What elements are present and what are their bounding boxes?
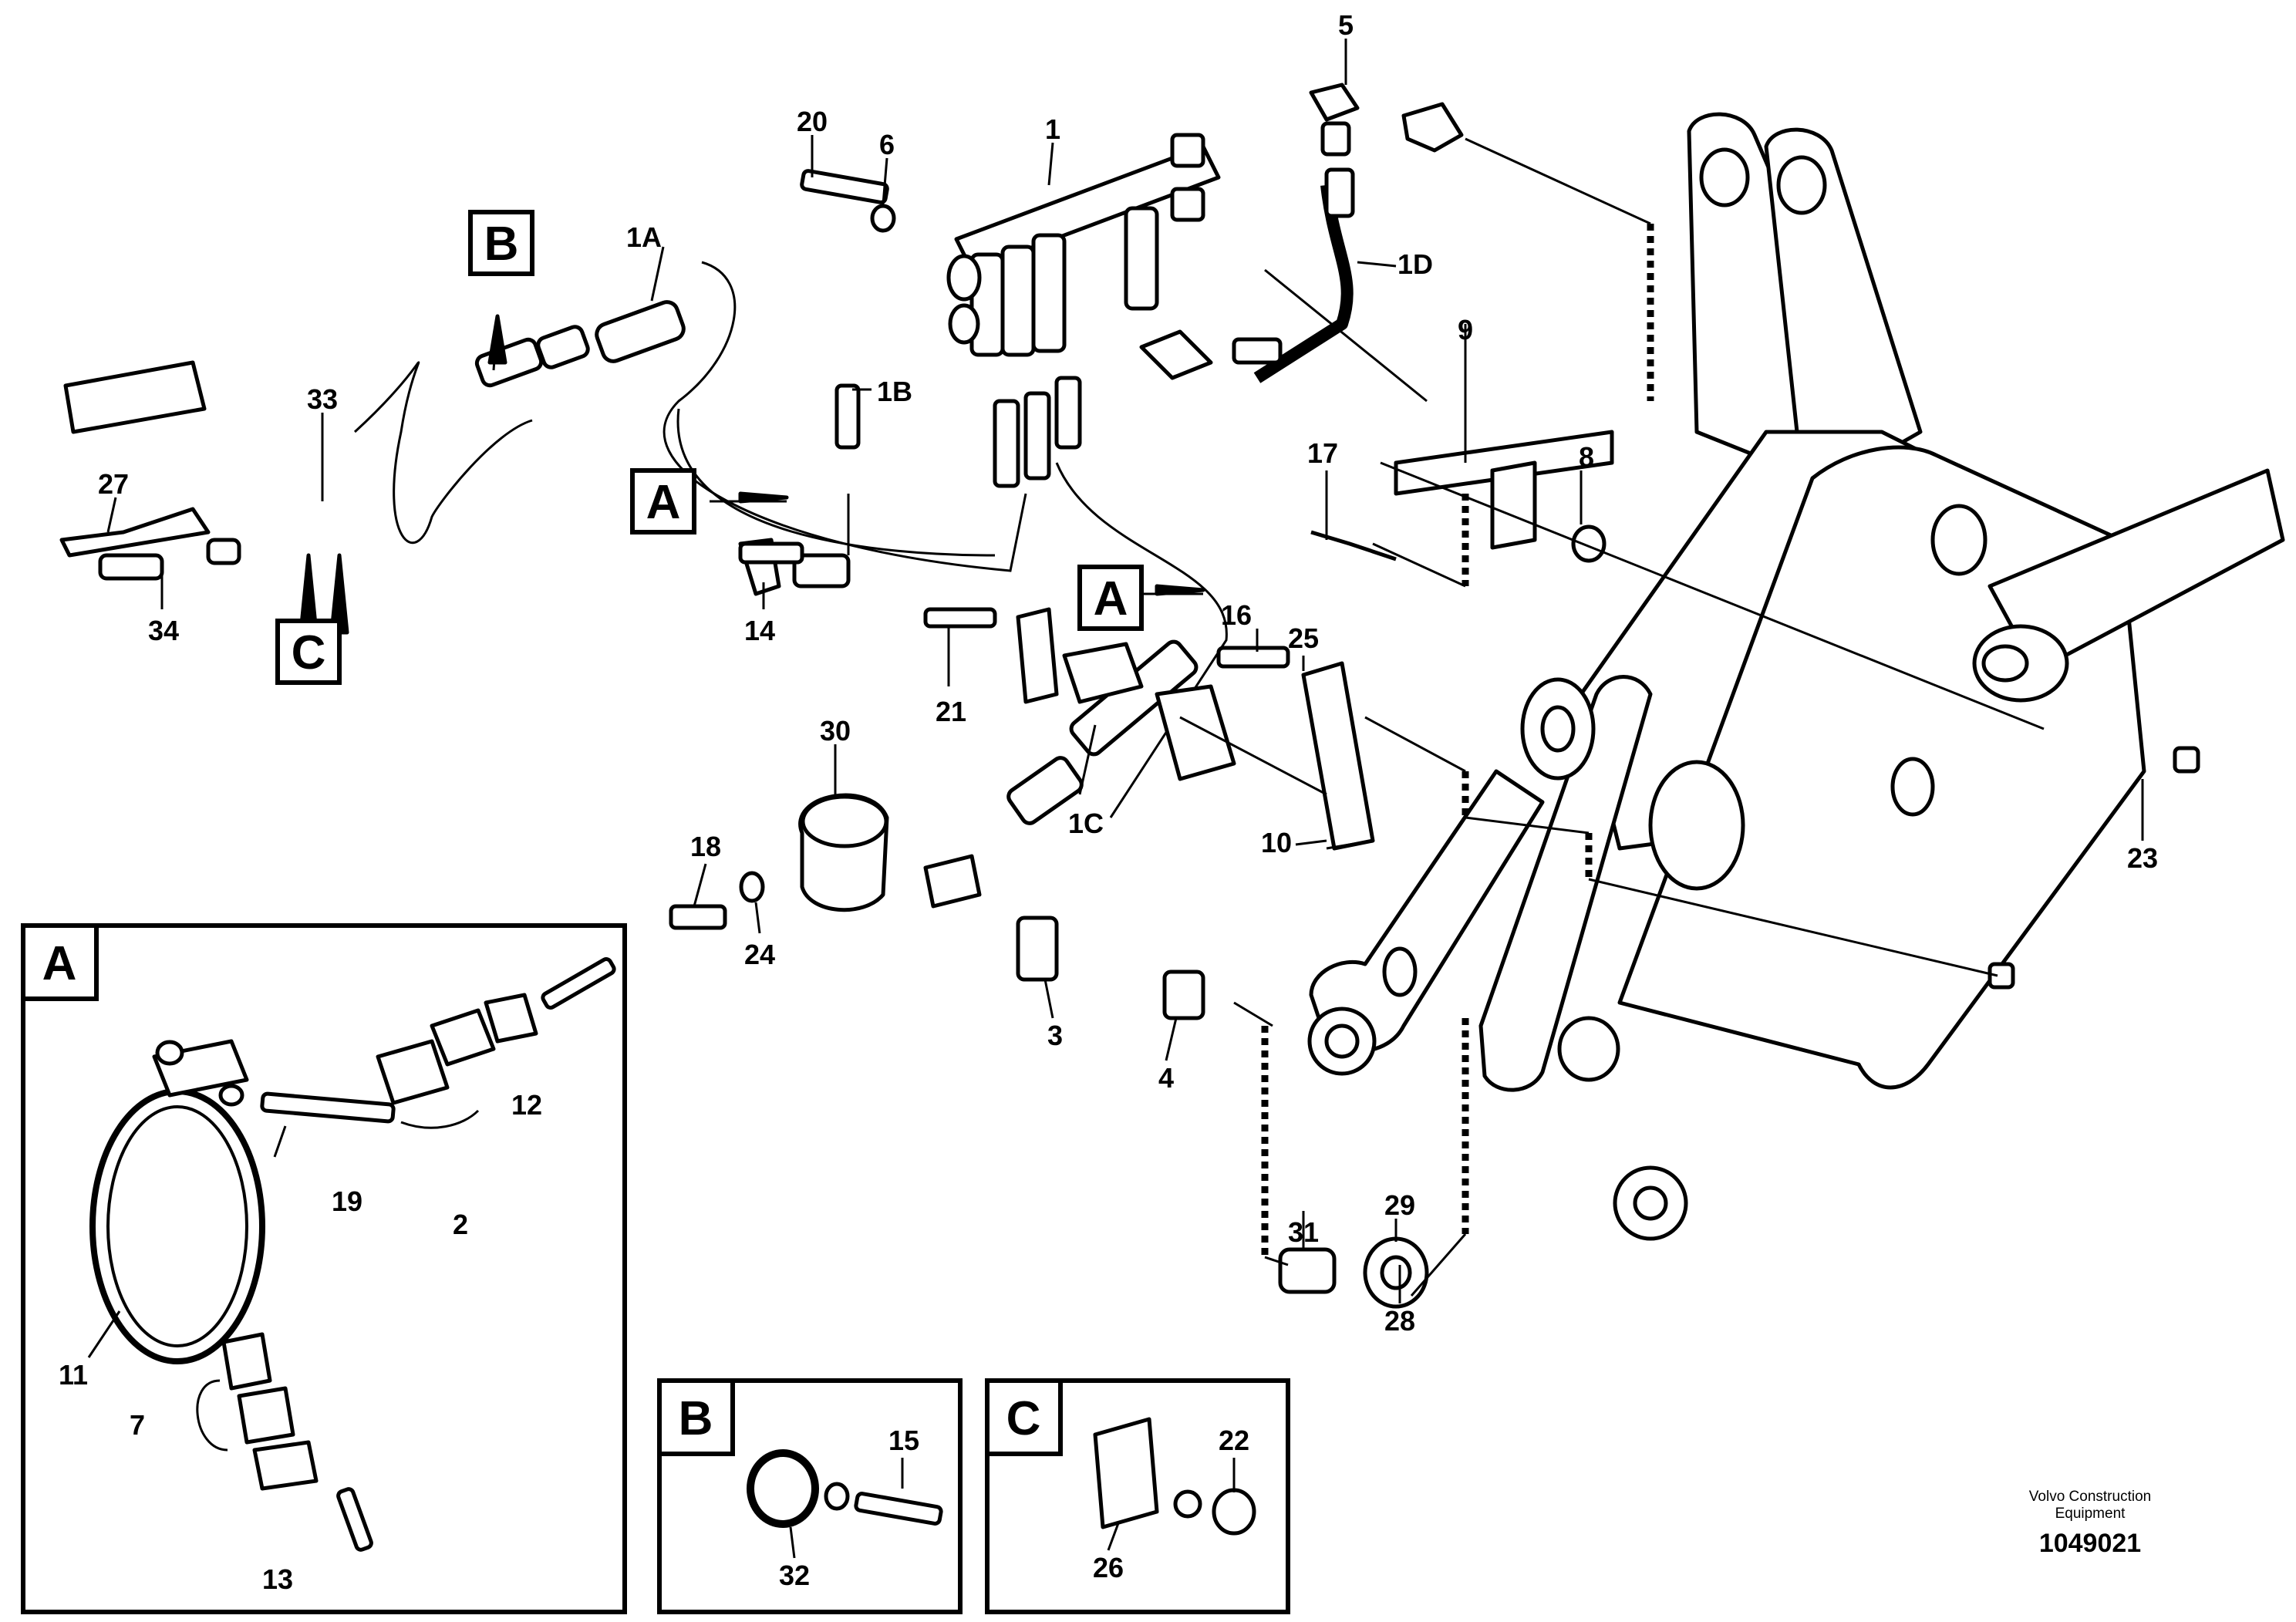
bolts-top [738,169,896,565]
label-part-11: 11 [59,1359,88,1391]
connectors [474,300,1199,825]
reference-box-A-main-2: A [1077,565,1144,631]
label-part-1B: 1B [877,376,912,407]
label-part-8: 8 [1579,441,1594,473]
label-part-27: 27 [98,468,129,500]
label-part-1: 1 [1045,113,1060,145]
label-part-33: 33 [307,383,338,415]
label-part-28: 28 [1384,1305,1415,1337]
label-part-21: 21 [936,696,966,727]
label-part-14: 14 [744,615,775,646]
detail-view-B: B [657,1378,963,1614]
label-part-13: 13 [262,1563,293,1595]
label-part-20: 20 [797,106,828,137]
label-part-23: 23 [2127,842,2158,874]
label-part-31: 31 [1288,1216,1319,1248]
ref-letter-C: C [292,626,326,679]
hose-lines [353,184,1428,818]
label-part-1D: 1D [1397,248,1433,280]
alignment-lines [1179,137,2045,1297]
detail-view-A: A [21,923,627,1614]
company-line-2: Equipment [2055,1506,2126,1522]
label-part-17: 17 [1307,437,1338,469]
label-part-25: 25 [1288,622,1319,654]
label-part-9: 9 [1458,314,1473,346]
brackets-middle [738,430,1614,851]
document-number: 1049021 [2039,1529,2141,1558]
ref-letter-A: A [646,476,681,529]
label-part-18: 18 [690,831,721,862]
label-part-19: 19 [332,1185,362,1217]
label-part-2: 2 [453,1209,468,1240]
label-part-12: 12 [511,1089,542,1121]
reference-arrows [298,314,1205,635]
lower-parts [59,507,2200,1309]
fittings-top [1139,83,1464,380]
label-part-4: 4 [1158,1062,1174,1094]
label-part-34: 34 [148,615,179,646]
label-part-15: 15 [888,1425,919,1456]
label-part-1A: 1A [626,221,662,253]
label-part-1C: 1C [1068,808,1104,839]
ref-letter-B: B [484,218,519,271]
detail-view-C: C [985,1378,1290,1614]
label-part-29: 29 [1384,1189,1415,1221]
reference-box-C-main: C [275,619,342,685]
label-part-6: 6 [879,129,895,160]
part-27-clip [63,360,207,434]
diagram-footer: Volvo Construction Equipment 1049021 [2029,1489,2151,1558]
detail-letter-C: C [1006,1392,1041,1445]
label-part-7: 7 [130,1409,145,1441]
label-part-3: 3 [1047,1020,1063,1051]
part-labels: 1 1A 1B 1C 1D 2 3 4 5 6 7 8 9 10 11 12 1… [59,9,2158,1595]
label-part-22: 22 [1219,1425,1249,1456]
lift-arm-assembly [1307,112,2285,1241]
label-part-32: 32 [779,1560,810,1591]
company-line-1: Volvo Construction [2029,1489,2151,1505]
label-part-26: 26 [1093,1552,1124,1583]
reference-box-A-main-1: A [630,468,696,534]
label-part-30: 30 [820,715,851,747]
label-part-10: 10 [1261,827,1292,858]
label-part-5: 5 [1338,9,1354,41]
reference-box-B-main: B [468,210,534,276]
label-part-16: 16 [1221,599,1252,631]
detail-letter-A: A [42,937,77,990]
ref-letter-A: A [1094,572,1128,626]
detail-letter-B: B [679,1392,713,1445]
distribution-block [946,133,1221,488]
label-part-24: 24 [744,939,775,970]
